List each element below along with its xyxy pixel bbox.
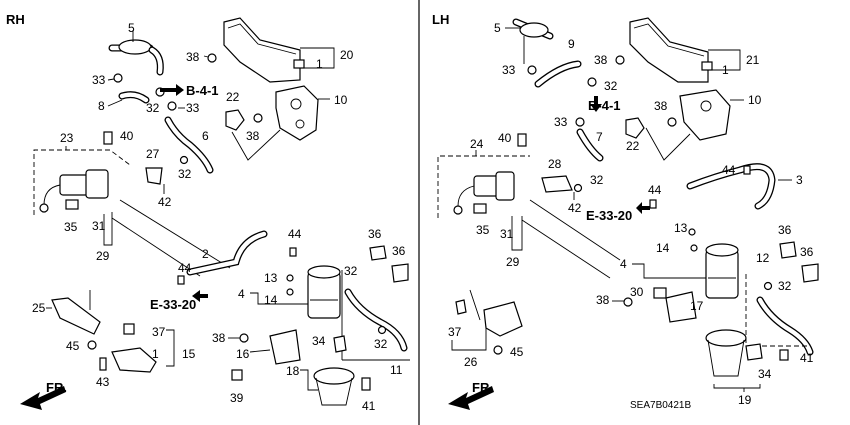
lh-callout-45: 45 [510,345,524,359]
lh-callout-9: 9 [568,37,575,51]
lh-callout-3: 3 [796,173,803,187]
rh-callout-22: 22 [226,90,240,104]
lh-callout-26: 26 [464,355,478,369]
lh-callout-38b: 38 [654,99,668,113]
lh-callout-34: 34 [758,367,772,381]
lh-callout-5: 5 [494,21,501,35]
lh-callout-37: 37 [448,325,462,339]
lh-callout-44b: 44 [648,183,662,197]
rh-callout-25: 25 [32,301,46,315]
rh-callout-32a: 32 [146,101,160,115]
lh-callout-12: 12 [756,251,770,265]
lh-callout-30: 30 [630,285,644,299]
rh-callout-31: 31 [92,219,106,233]
lh-callout-38c: 38 [596,293,610,307]
lh-callout-38a: 38 [594,53,608,67]
lh-callout-4: 4 [620,257,627,271]
rh-callout-45: 45 [66,339,80,353]
lh-callout-19: 19 [738,393,752,407]
rh-callout-4: 4 [238,287,245,301]
rh-callout-35: 35 [64,220,78,234]
rh-part-5 [108,30,164,76]
lh-callout-32a: 32 [604,79,618,93]
rh-ref-b41: B-4-1 [186,83,219,98]
rh-callout-6: 6 [202,129,209,143]
rh-callout-44a: 44 [178,261,192,275]
rh-callout-32b: 32 [178,167,192,181]
lh-callout-36a: 36 [778,223,792,237]
lh-callout-32c: 32 [778,279,792,293]
rh-callout-27: 27 [146,147,160,161]
rh-callout-38a: 38 [186,50,200,64]
lh-callout-22: 22 [626,139,640,153]
lh-callout-17: 17 [690,299,704,313]
rh-callout-40: 40 [120,129,134,143]
lh-ref-b41: B-4-1 [588,98,621,113]
rh-callout-32c: 32 [344,264,358,278]
lh-front-label: FR. [472,380,493,395]
lh-callout-7: 7 [596,130,603,144]
rh-callout-33a: 33 [92,73,106,87]
rh-callout-1b: 1 [152,347,159,361]
lh-callout-21: 21 [746,53,760,67]
diagram-code: SEA7B0421B [630,400,691,411]
rh-callout-13: 13 [264,271,278,285]
lh-callout-24: 24 [470,137,484,151]
lh-panel-title: LH [432,12,449,27]
lh-callout-14: 14 [656,241,670,255]
rh-callout-33b: 33 [186,101,200,115]
rh-panel: RH 5 33 8 32 33 B-4-1 6 38 [6,12,410,413]
rh-callout-34: 34 [312,334,326,348]
rh-callout-37: 37 [152,325,166,339]
rh-ref-e3320: E-33-20 [150,297,196,312]
rh-callout-20: 20 [340,48,354,62]
rh-callout-39: 39 [230,391,244,405]
rh-callout-2: 2 [202,247,209,261]
rh-callout-16: 16 [236,347,250,361]
rh-callout-32d: 32 [374,337,388,351]
lh-callout-29: 29 [506,255,520,269]
rh-callout-18: 18 [286,364,300,378]
rh-callout-36b: 36 [392,244,406,258]
rh-front-label: FR. [46,380,67,395]
lh-callout-42: 42 [568,201,582,215]
rh-callout-42: 42 [158,195,172,209]
lh-callout-32b: 32 [590,173,604,187]
rh-callout-36a: 36 [368,227,382,241]
lh-callout-31: 31 [500,227,514,241]
lh-ref-e3320: E-33-20 [586,208,632,223]
lh-callout-44a: 44 [722,163,736,177]
rh-callout-38b: 38 [246,129,260,143]
lh-callout-33b: 33 [554,115,568,129]
lh-callout-41: 41 [800,351,814,365]
rh-callout-8: 8 [98,99,105,113]
lh-callout-28: 28 [548,157,562,171]
lh-callout-13: 13 [674,221,688,235]
rh-callout-43: 43 [96,375,110,389]
lh-callout-35: 35 [476,223,490,237]
rh-callout-14: 14 [264,293,278,307]
rh-callout-38c: 38 [212,331,226,345]
rh-callout-41: 41 [362,399,376,413]
rh-callout-44b: 44 [288,227,302,241]
rh-callout-15: 15 [182,347,196,361]
rh-callout-10: 10 [334,93,348,107]
lh-callout-40: 40 [498,131,512,145]
lh-callout-36b: 36 [800,245,814,259]
rh-callout-29: 29 [96,249,110,263]
rh-callout-5: 5 [128,21,135,35]
lh-callout-10: 10 [748,93,762,107]
lh-callout-33a: 33 [502,63,516,77]
rh-callout-1a: 1 [316,57,323,71]
lh-panel: LH 5 9 33 32 B-4-1 33 7 38 21 1 10 38 [432,12,819,411]
rh-callout-11: 11 [390,363,403,377]
rh-panel-title: RH [6,12,25,27]
rh-callout-23: 23 [60,131,74,145]
